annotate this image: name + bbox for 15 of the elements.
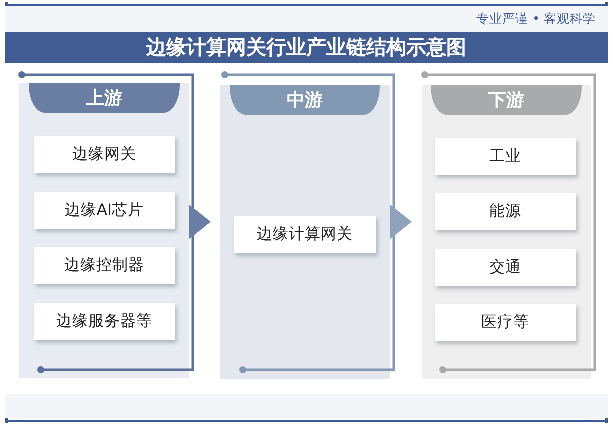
chevron-arrow xyxy=(390,204,412,240)
segment-card: 边缘网关 xyxy=(34,136,175,173)
segment-card: 能源 xyxy=(435,193,576,230)
segment-card: 边缘AI芯片 xyxy=(34,192,175,229)
stage-heading: 下游 xyxy=(431,85,582,115)
segment-card: 边缘控制器 xyxy=(34,247,175,284)
segment-card: 医疗等 xyxy=(435,304,576,341)
slogan-text: 专业严谨 • 客观科学 xyxy=(476,11,596,27)
title-bar: 边缘计算网关行业产业链结构示意图 xyxy=(5,32,608,63)
segment-card: 工业 xyxy=(435,138,576,175)
segment-card: 边缘服务器等 xyxy=(34,303,175,340)
segment-card: 交通 xyxy=(435,249,576,286)
segment-card: 边缘计算网关 xyxy=(234,216,376,253)
stage-heading: 上游 xyxy=(29,83,180,113)
stage-heading: 中游 xyxy=(230,85,380,115)
